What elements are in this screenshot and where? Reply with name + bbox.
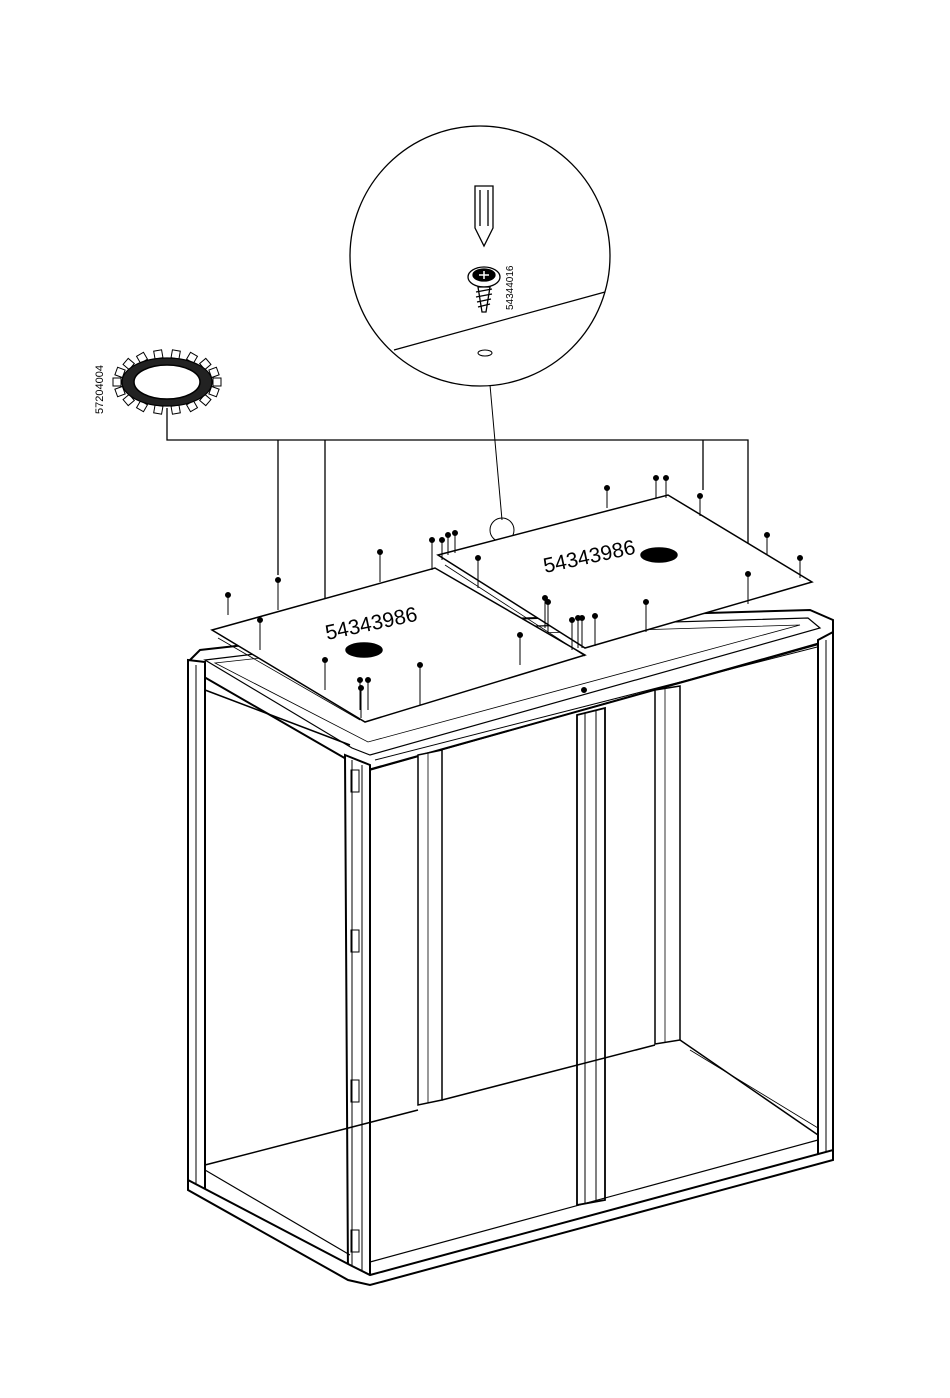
screw-part-number: 54344016: [505, 265, 516, 310]
screw-icon: [582, 688, 587, 693]
phillips-screwdriver-bit-icon: [475, 186, 493, 246]
washer-tooth: [213, 378, 221, 386]
washer-part-number: 57204004: [94, 365, 106, 414]
washer-tooth: [113, 378, 121, 386]
self-tapping-screw-icon: [468, 267, 500, 312]
cabinet-frame: [188, 610, 833, 1285]
serrated-lock-washer-icon: [113, 350, 221, 414]
